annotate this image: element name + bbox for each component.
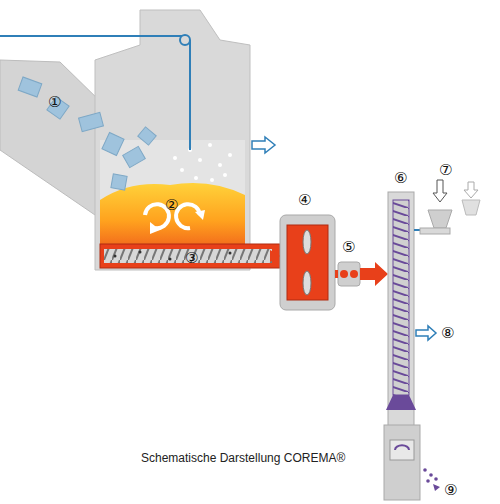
callout-number: ⑥ [394, 171, 407, 186]
callout-number: ⑨ [444, 483, 457, 498]
callout-number: ④ [298, 193, 311, 208]
callout-number: ③ [185, 251, 198, 266]
callout-number: ① [48, 95, 61, 110]
callout-number: ⑤ [342, 240, 355, 255]
callout-number: ⑦ [439, 163, 452, 178]
caption: Schematische Darstellung COREMA® [141, 452, 345, 464]
callout-number: ⑧ [441, 326, 454, 341]
callout-number: ② [165, 198, 178, 213]
